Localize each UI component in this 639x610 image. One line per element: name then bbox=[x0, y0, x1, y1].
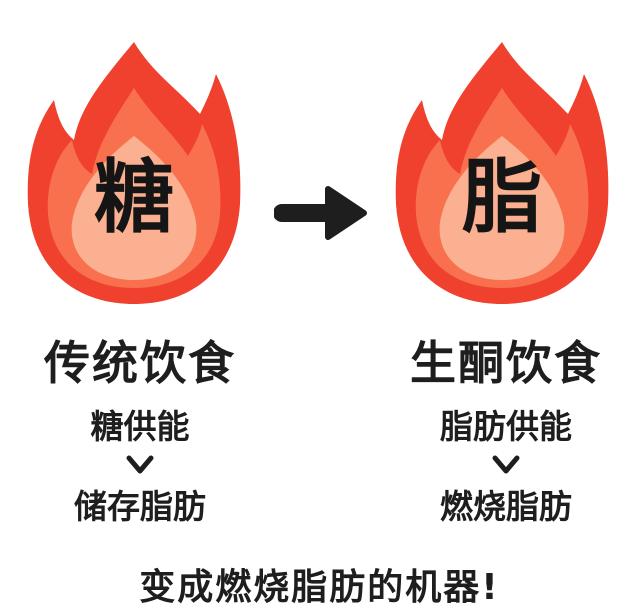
flame-char-fat: 脂 bbox=[462, 151, 542, 244]
flame-icon bbox=[395, 42, 609, 304]
sugar-flame: 糖 bbox=[24, 36, 244, 308]
fat-outcome-store: 储存脂肪 bbox=[74, 487, 206, 526]
energy-source-fat: 脂肪供能 bbox=[440, 407, 572, 446]
fat-flame: 脂 bbox=[392, 36, 612, 308]
chevron-down-icon bbox=[125, 454, 155, 476]
fat-outcome-burn: 燃烧脂肪 bbox=[440, 487, 572, 526]
diet-title-traditional: 传统饮食 bbox=[44, 336, 236, 390]
traditional-diet-column: 传统饮食 糖供能 储存脂肪 bbox=[10, 330, 270, 530]
energy-source-sugar: 糖供能 bbox=[90, 407, 190, 446]
arrow-right-icon bbox=[274, 183, 368, 243]
chevron-down-icon bbox=[491, 454, 521, 476]
keto-diet-column: 生酮饮食 脂肪供能 燃烧脂肪 bbox=[376, 330, 636, 530]
diet-title-keto: 生酮饮食 bbox=[410, 336, 602, 390]
flame-char-sugar: 糖 bbox=[94, 151, 174, 244]
flame-icon bbox=[27, 42, 241, 304]
bottom-caption: 变成燃烧脂肪的机器! bbox=[139, 567, 500, 608]
